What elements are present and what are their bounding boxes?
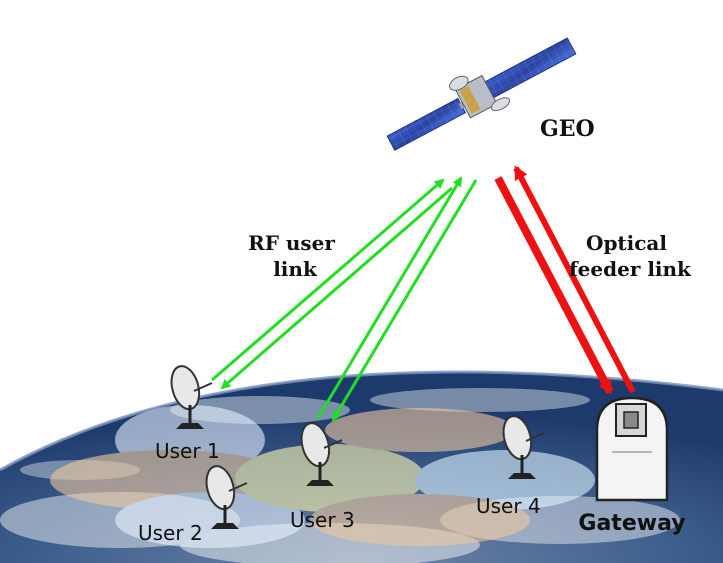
beam-user-2 — [115, 492, 305, 548]
gateway-label: Gateway — [578, 511, 685, 536]
user-4-label: User 4 — [476, 494, 541, 518]
optical-link-label: Optical feeder link — [569, 231, 692, 281]
rf-link-label: RF user link — [248, 231, 342, 281]
user-3-label: User 3 — [290, 508, 355, 532]
user-terminal-1 — [170, 365, 213, 429]
geo-satellite: GEO — [386, 37, 595, 151]
rf-link-label-line2: link — [273, 257, 318, 281]
user-terminal-2 — [205, 465, 248, 529]
rf-link-user1-down — [220, 186, 453, 390]
beam-user-3 — [235, 444, 425, 512]
dish-icon — [205, 465, 248, 529]
rf-link-label-line1: RF user — [248, 231, 335, 255]
rf-link-user3-up — [316, 176, 463, 419]
gateway: Gateway — [578, 396, 686, 536]
optical-link-label-line1: Optical — [586, 231, 667, 255]
beam-north — [325, 408, 515, 452]
dish-icon — [502, 415, 545, 479]
beam-user-4 — [415, 450, 595, 510]
optical-feeder-links — [494, 165, 636, 395]
geo-label: GEO — [540, 116, 595, 142]
user-terminal-3 — [300, 422, 343, 486]
coverage-beams — [50, 405, 595, 548]
optical-link-label-line2: feeder link — [569, 257, 692, 281]
optical-link-up — [513, 165, 636, 394]
gateway-building-icon — [595, 396, 669, 502]
user-2-label: User 2 — [138, 521, 203, 545]
beam-south — [310, 494, 530, 546]
optical-link-down — [494, 176, 614, 395]
rf-user-links — [211, 176, 478, 422]
dish-icon — [170, 365, 213, 429]
rf-link-user3-down — [331, 179, 478, 422]
dish-icon — [300, 422, 343, 486]
rf-link-user1-up — [211, 178, 445, 382]
user-1-label: User 1 — [155, 439, 220, 463]
user-terminal-4 — [502, 415, 545, 479]
